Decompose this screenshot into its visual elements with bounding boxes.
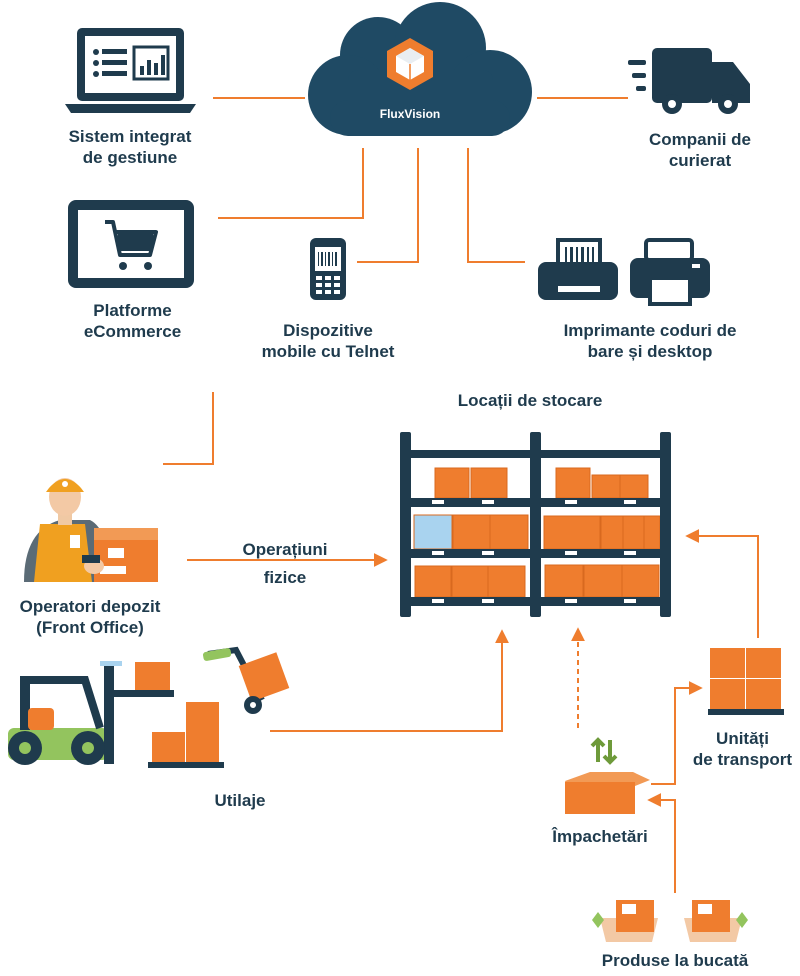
- rack-box: [643, 515, 661, 550]
- cloud-icon: [308, 2, 532, 136]
- arrow-transport-storage: [685, 529, 759, 638]
- rack-box: [434, 467, 470, 499]
- equipment-label: Utilaje: [214, 791, 266, 810]
- printers-label-line2: bare și desktop: [587, 342, 713, 361]
- packaging-label: Împachetări: [552, 827, 648, 846]
- rack-box: [583, 564, 623, 598]
- connector-mobile-operators: [163, 392, 214, 465]
- rack-box: [591, 474, 621, 499]
- physical-ops-label-line2: fizice: [263, 568, 307, 587]
- warehouse-worker-icon: [24, 478, 158, 582]
- printers-label-line1: Imprimante coduri de: [563, 321, 737, 340]
- courier-label-line1: Companii de: [648, 130, 751, 149]
- courier-label: Companii de curierat: [605, 129, 795, 171]
- forklift-icon: [8, 661, 174, 765]
- rack-box: [414, 565, 452, 598]
- pallet-boxes-icon: [148, 702, 224, 768]
- rack-box: [487, 565, 526, 598]
- arrow-equipment-storage: [270, 629, 509, 732]
- printers-label: Imprimante coduri de bare și desktop: [525, 320, 775, 362]
- storage-label: Locații de stocare: [457, 391, 603, 410]
- connector-printers-cloud: [467, 148, 525, 263]
- rack-box: [413, 514, 453, 550]
- desktop-printer-icon: [630, 238, 710, 306]
- mobile-label: Dispozitive mobile cu Telnet: [233, 320, 423, 362]
- operators-label: Operatori depozit (Front Office): [2, 596, 178, 638]
- ecommerce-label-line1: Platforme: [93, 301, 172, 320]
- connector-mobile-cloud: [357, 148, 419, 263]
- operators-label-line1: Operatori depozit: [19, 597, 161, 616]
- delivery-truck-icon: [628, 48, 750, 114]
- arrow-products-packaging: [647, 793, 676, 893]
- products-label: Produse la bucată: [601, 951, 749, 970]
- rack-box: [621, 564, 660, 598]
- mobile-label-line1: Dispozitive: [283, 321, 373, 340]
- operators-label-line2: (Front Office): [36, 618, 144, 637]
- transport-units-label-line1: Unități: [716, 729, 769, 748]
- physical-ops-label: Operațiuni fizice: [215, 536, 355, 592]
- courier-label-line2: curierat: [668, 151, 732, 170]
- transport-units-label-line2: de transport: [692, 750, 793, 769]
- erp-label: Sistem integrat de gestiune: [40, 126, 220, 168]
- pallet-boxes-icon: [708, 648, 784, 715]
- connector-ecommerce-cloud: [218, 148, 364, 219]
- physical-ops-label-line1: Operațiuni: [242, 540, 328, 559]
- rack-box: [451, 565, 489, 598]
- rack-box: [544, 564, 584, 598]
- warehouse-shelving-icon: [400, 432, 671, 617]
- rack-box: [600, 515, 624, 550]
- rack-box: [619, 474, 649, 499]
- rack-box: [470, 467, 508, 499]
- rack-box: [555, 467, 591, 499]
- ecommerce-label: Platforme eCommerce: [45, 300, 220, 342]
- fluxvision-logo-icon: [387, 38, 433, 90]
- handheld-scanner-icon: [310, 238, 346, 300]
- rack-box: [452, 514, 491, 550]
- laptop-dashboard-icon: [65, 28, 196, 113]
- erp-label-line1: Sistem integrat: [68, 127, 192, 146]
- rack-box: [489, 514, 529, 550]
- rack-box: [543, 515, 601, 550]
- cloud-label: FluxVision: [379, 107, 441, 121]
- shopping-cart-monitor-icon: [68, 200, 194, 288]
- transport-units-label: Unități de transport: [685, 728, 800, 770]
- connector-lines: [163, 97, 759, 893]
- hand-truck-icon: [202, 646, 290, 714]
- erp-label-line2: de gestiune: [82, 148, 178, 167]
- mobile-label-line2: mobile cu Telnet: [261, 342, 395, 361]
- printer-icon: [538, 238, 618, 300]
- product-box-icon: [592, 900, 748, 942]
- open-box-icon: [565, 737, 650, 814]
- ecommerce-label-line2: eCommerce: [83, 322, 182, 341]
- rack-box: [622, 515, 645, 550]
- arrow-packaging-transport: [651, 681, 703, 785]
